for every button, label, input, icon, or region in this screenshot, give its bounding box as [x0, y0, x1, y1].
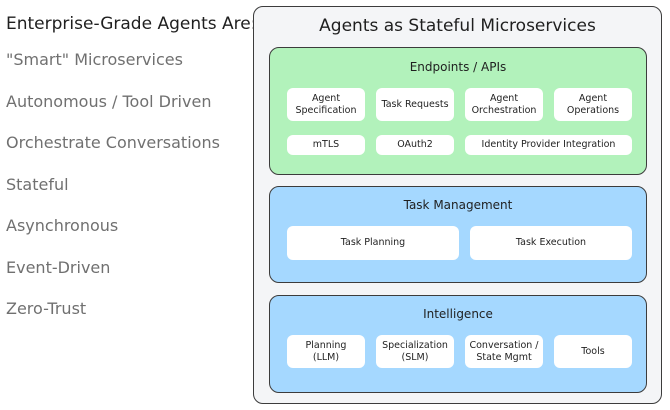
card-oauth2: OAuth2	[376, 135, 454, 155]
card-planning-llm: Planning (LLM)	[287, 335, 365, 368]
task-management-section: Task Management Task Planning Task Execu…	[269, 186, 647, 283]
endpoints-section: Endpoints / APIs Agent Specification Tas…	[269, 47, 647, 175]
list-item-zero-trust: Zero-Trust	[6, 299, 87, 318]
card-agent-orchestration: Agent Orchestration	[465, 88, 543, 121]
left-heading: Enterprise-Grade Agents Are:	[6, 14, 257, 34]
card-task-execution: Task Execution	[470, 226, 632, 260]
list-item-smart-microservices: "Smart" Microservices	[6, 50, 183, 69]
card-agent-specification: Agent Specification	[287, 88, 365, 121]
list-item-asynchronous: Asynchronous	[6, 216, 119, 235]
card-specialization-slm: Specialization (SLM)	[376, 335, 454, 368]
card-conversation-state: Conversation / State Mgmt	[465, 335, 543, 368]
list-item-autonomous: Autonomous / Tool Driven	[6, 91, 212, 111]
intelligence-title: Intelligence	[423, 307, 493, 321]
card-task-requests: Task Requests	[376, 88, 454, 121]
card-mtls: mTLS	[287, 135, 365, 155]
card-task-planning: Task Planning	[287, 226, 459, 260]
endpoints-title: Endpoints / APIs	[409, 60, 507, 74]
card-identity-provider: Identity Provider Integration	[465, 135, 632, 155]
task-management-title: Task Management	[403, 198, 513, 212]
list-item-orchestrate: Orchestrate Conversations	[6, 133, 220, 152]
card-agent-operations: Agent Operations	[554, 88, 632, 121]
list-item-stateful: Stateful	[6, 174, 69, 194]
list-item-event-driven: Event-Driven	[6, 257, 111, 277]
diagram-container: Agents as Stateful Microservices Endpoin…	[253, 6, 662, 404]
intelligence-section: Intelligence Planning (LLM) Specializati…	[269, 295, 647, 393]
diagram-title: Agents as Stateful Microservices	[319, 16, 596, 36]
characteristics-list: "Smart" Microservices Autonomous / Tool …	[6, 50, 220, 341]
card-tools: Tools	[554, 335, 632, 368]
